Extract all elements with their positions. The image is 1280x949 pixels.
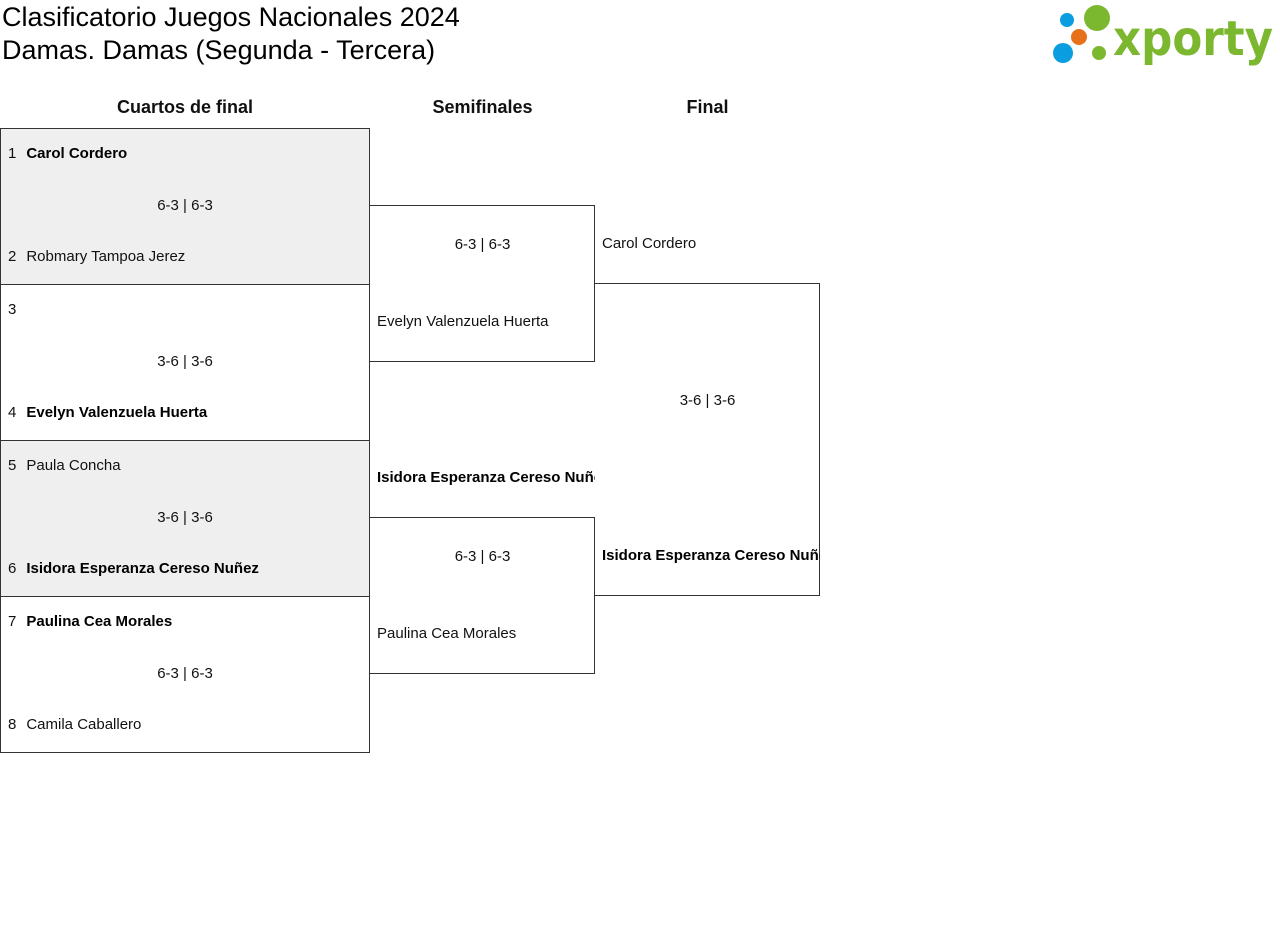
player-name[interactable]: Paula Concha — [26, 457, 121, 474]
match-score: 6-3 | 6-3 — [157, 197, 213, 214]
final-bottom-player-winner[interactable]: Isidora Esperanza Cereso Nuñez — [602, 547, 820, 564]
match-bottom-entry: 6 Isidora Esperanza Cereso Nuñez — [8, 559, 259, 579]
quarterfinal-match-1[interactable]: 1 Carol Cordero 6-3 | 6-3 2 Robmary Tampoa… — [0, 128, 370, 285]
semifinal-1-score: 6-3 | 6-3 — [454, 236, 511, 253]
match-top-entry: 5 Paula Concha — [8, 456, 121, 476]
player-name-winner[interactable]: Isidora Esperanza Cereso Nuñez — [26, 560, 259, 577]
tournament-title: Clasificatorio Juegos Nacionales 2024 — [2, 2, 460, 32]
seed-number: 6 — [8, 560, 17, 577]
seed-number: 5 — [8, 457, 17, 474]
round-header-final: Final — [686, 97, 729, 117]
semifinal-match-1-bracket — [370, 205, 595, 362]
player-name[interactable]: Robmary Tampoa Jerez — [26, 248, 186, 265]
player-name-winner[interactable]: Carol Cordero — [26, 145, 128, 162]
semifinal-2-score: 6-3 | 6-3 — [454, 548, 511, 565]
final-score: 3-6 | 3-6 — [679, 392, 736, 409]
match-bottom-entry: 8 Camila Caballero — [8, 715, 141, 735]
player-name-winner[interactable]: Paulina Cea Morales — [26, 613, 173, 630]
match-bottom-entry: 4 Evelyn Valenzuela Huerta — [8, 403, 207, 423]
final-top-player[interactable]: Carol Cordero — [602, 235, 697, 252]
logo-dots-icon: xporty — [1053, 5, 1273, 67]
semifinal-2-bottom-player[interactable]: Paulina Cea Morales — [377, 625, 517, 642]
match-top-entry: 1 Carol Cordero — [8, 144, 127, 164]
semifinal-match-2-bracket — [370, 517, 595, 674]
category-title: Damas. Damas (Segunda - Tercera) — [2, 35, 436, 65]
quarterfinal-match-2[interactable]: 3 3-6 | 3-6 4 Evelyn Valenzuela Huerta — [0, 284, 370, 441]
seed-number: 4 — [8, 404, 17, 421]
seed-number: 1 — [8, 145, 17, 162]
match-top-entry: 7 Paulina Cea Morales — [8, 612, 172, 632]
semifinal-2-top-player[interactable]: Isidora Esperanza Cereso Nuñez — [377, 469, 595, 486]
match-score: 3-6 | 3-6 — [157, 353, 213, 370]
semifinal-1-bottom-player[interactable]: Evelyn Valenzuela Huerta — [377, 313, 549, 330]
seed-number: 3 — [8, 301, 17, 318]
seed-number: 2 — [8, 248, 17, 265]
match-top-entry: 3 — [8, 300, 26, 320]
player-name-winner[interactable]: Evelyn Valenzuela Huerta — [26, 404, 208, 421]
round-header-quarterfinals: Cuartos de final — [116, 97, 254, 117]
seed-number: 8 — [8, 716, 17, 733]
round-header-semifinals: Semifinales — [432, 97, 533, 117]
match-bottom-entry: 2 Robmary Tampoa Jerez — [8, 247, 185, 267]
quarterfinal-match-3[interactable]: 5 Paula Concha 3-6 | 3-6 6 Isidora Esperan… — [0, 440, 370, 597]
match-score: 3-6 | 3-6 — [157, 509, 213, 526]
logo-wordmark: xporty — [1113, 11, 1273, 67]
player-name[interactable]: Camila Caballero — [26, 716, 142, 733]
match-score: 6-3 | 6-3 — [157, 665, 213, 682]
quarterfinal-match-4[interactable]: 7 Paulina Cea Morales 6-3 | 6-3 8 Camila C… — [0, 596, 370, 753]
xporty-logo: xporty — [1050, 4, 1276, 68]
final-match-bracket — [595, 283, 820, 596]
seed-number: 7 — [8, 613, 17, 630]
